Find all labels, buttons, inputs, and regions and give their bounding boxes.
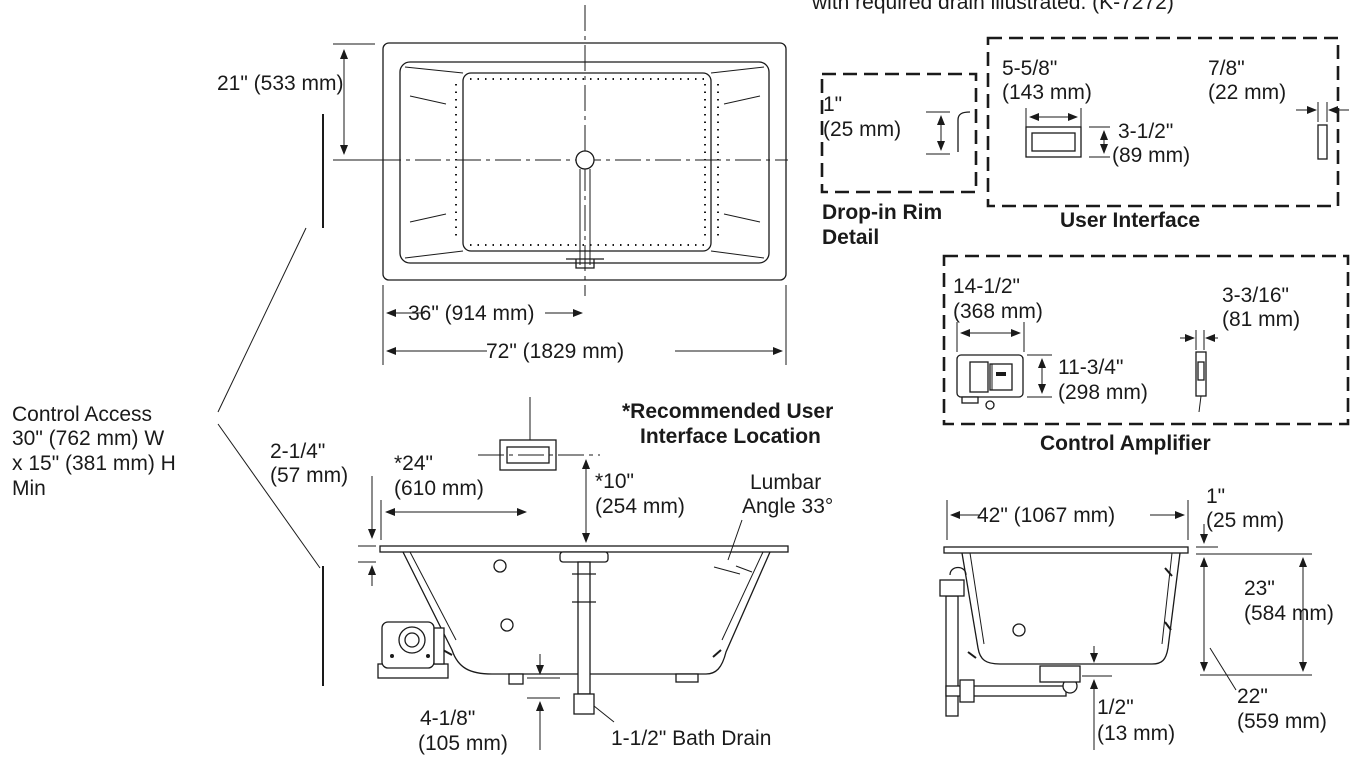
end-rim-line-1: 1" <box>1206 485 1225 508</box>
bath-drain-label: 1-1/2" Bath Drain <box>611 727 771 750</box>
side-tub-body <box>402 551 771 675</box>
ui-width-line-2: (143 mm) <box>1002 81 1092 104</box>
end-width-label: 42" (1067 mm) <box>977 504 1115 527</box>
leader-to-plan <box>217 227 307 413</box>
ui-height-line-1: *10" <box>595 470 634 493</box>
drain-offset-line-2: (105 mm) <box>418 732 508 755</box>
rim-dim-line-1: 1" <box>823 93 842 116</box>
end-rim-line-2: (25 mm) <box>1206 509 1284 532</box>
ui-height-line-1: 3-1/2" <box>1118 120 1173 143</box>
end-bottom-line-2: (13 mm) <box>1097 722 1175 745</box>
leader-to-side <box>217 423 321 569</box>
drain-circle <box>575 150 595 170</box>
overflow-cover <box>559 551 609 563</box>
amp-height-line-1: 11-3/4" <box>1058 356 1123 379</box>
amp-depth-line-1: 3-3/16" <box>1222 284 1289 307</box>
amp-width-line-1: 14-1/2" <box>953 275 1020 298</box>
ui-distance-line-2: (610 mm) <box>394 477 484 500</box>
user-interface-box <box>986 36 1340 208</box>
end-tub-body <box>961 552 1181 665</box>
plan-width-label: 21" (533 mm) <box>217 72 344 95</box>
amp-height-line-2: (298 mm) <box>1058 381 1148 404</box>
end-height-line-2: (584 mm) <box>1244 602 1334 625</box>
rim-offset-line-2: (57 mm) <box>270 464 348 487</box>
ui-width-line-1: 5-5/8" <box>1002 57 1057 80</box>
user-interface-detail: 5-5/8" (143 mm) 3-1/2" (89 mm) 7/8" (22 … <box>986 36 1349 232</box>
control-access-line-4: Min <box>12 477 46 500</box>
end-rim <box>943 546 1189 554</box>
recommended-line-2: Interface Location <box>640 425 821 448</box>
end-drain-pipe <box>945 595 959 717</box>
control-access-line-2: 30" (762 mm) W <box>12 427 164 450</box>
control-access-line-3: x 15" (381 mm) H <box>12 452 176 475</box>
drain-pipe <box>577 561 591 695</box>
ui-front-view <box>1025 126 1082 158</box>
drop-in-rim-detail: 1" (25 mm) Drop-in Rim Detail <box>820 72 978 249</box>
end-height-line-1: 23" <box>1244 577 1275 600</box>
control-access-line-1: Control Access <box>12 403 152 426</box>
control-amplifier-detail: 14-1/2" (368 mm) 11-3/4" (298 mm) 3-3/16… <box>942 254 1350 455</box>
ui-distance-line-1: *24" <box>394 452 433 475</box>
amp-width-line-2: (368 mm) <box>953 300 1043 323</box>
lumbar-line-2: Angle 33° <box>742 495 833 518</box>
user-interface-caption: User Interface <box>1060 209 1200 232</box>
recommended-line-1: *Recommended User <box>622 400 833 423</box>
side-view: *Recommended User Interface Location <box>270 397 833 755</box>
amp-depth-line-2: (81 mm) <box>1222 308 1300 331</box>
end-bottom-line-1: 1/2" <box>1097 696 1134 719</box>
ui-depth-line-1: 7/8" <box>1208 57 1245 80</box>
side-rim <box>379 545 789 553</box>
rim-offset-line-1: 2-1/4" <box>270 440 325 463</box>
plan-view: 21" (533 mm) 36" (914 mm) 72" (1829 mm) <box>217 5 788 365</box>
ui-side-view <box>1317 124 1328 160</box>
drop-in-rim-box <box>820 72 978 194</box>
end-view: 42" (1067 mm) 1" (25 mm) 23" (584 mm) 22… <box>939 485 1334 750</box>
control-access-note: Control Access 30" (762 mm) W x 15" (381… <box>12 227 321 569</box>
rim-caption-line-2: Detail <box>822 226 879 249</box>
end-inner-height-line-1: 22" <box>1237 685 1268 708</box>
control-amplifier-caption: Control Amplifier <box>1040 432 1211 455</box>
tub-basin <box>462 72 712 252</box>
plan-length-label: 72" (1829 mm) <box>486 340 624 363</box>
header-note: with required drain illustrated. (K-7272… <box>811 0 1174 14</box>
rim-dim-line-2: (25 mm) <box>823 118 901 141</box>
overflow-outlet <box>575 259 595 269</box>
rim-caption-line-1: Drop-in Rim <box>822 201 942 224</box>
end-inner-height-line-2: (559 mm) <box>1237 710 1327 733</box>
ui-depth-line-2: (22 mm) <box>1208 81 1286 104</box>
control-amplifier-box <box>942 254 1350 426</box>
ui-height-line-2: (254 mm) <box>595 495 685 518</box>
plan-center-label: 36" (914 mm) <box>408 302 535 325</box>
ui-height-line-2: (89 mm) <box>1112 144 1190 167</box>
lumbar-line-1: Lumbar <box>750 471 821 494</box>
drain-offset-line-1: 4-1/8" <box>420 707 475 730</box>
